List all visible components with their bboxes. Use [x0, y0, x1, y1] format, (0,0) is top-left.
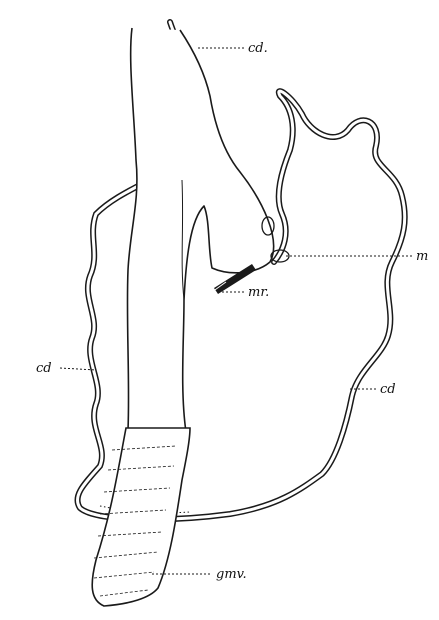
label-cd-right: cd	[380, 382, 396, 397]
label-cd-top: cd.	[248, 41, 268, 56]
label-cd-left: cd	[36, 361, 52, 376]
label-m: m	[416, 249, 428, 264]
label-mr: mr.	[248, 285, 269, 300]
label-gmv: gmv.	[216, 567, 247, 582]
main-body	[127, 28, 273, 432]
